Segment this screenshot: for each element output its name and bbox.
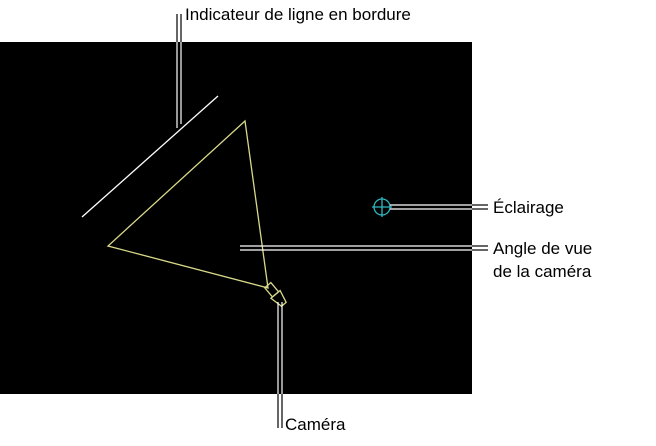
callout-lighting-line bbox=[390, 204, 488, 210]
callout-camera-line bbox=[277, 302, 283, 428]
label-view-angle-line1: Angle de vue bbox=[493, 239, 592, 258]
camera-view-frustum[interactable] bbox=[106, 119, 269, 289]
border-line-indicator bbox=[81, 95, 219, 218]
label-view-angle-line2: de la caméra bbox=[493, 262, 592, 281]
callout-border-indicator-line bbox=[176, 14, 182, 128]
callout-view-angle-line bbox=[240, 245, 488, 251]
label-camera: Caméra bbox=[285, 415, 346, 434]
viewport[interactable] bbox=[0, 42, 472, 394]
label-lighting: Éclairage bbox=[493, 198, 564, 217]
crosshair-circle-icon[interactable] bbox=[372, 197, 392, 217]
label-border-indicator: Indicateur de ligne en bordure bbox=[185, 5, 411, 24]
